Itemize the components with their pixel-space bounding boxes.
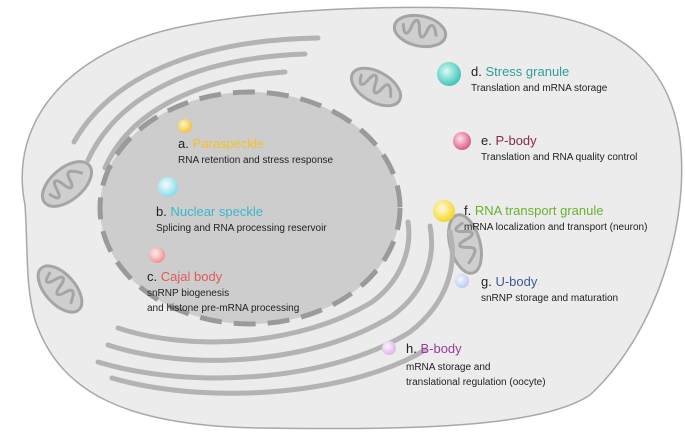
p-body-desc: Translation and RNA quality control bbox=[481, 152, 637, 163]
u-body-letter: g. bbox=[481, 274, 492, 289]
nuclear-speckle-name: Nuclear speckle bbox=[170, 204, 263, 219]
svg-text:h. B-body: h. B-body bbox=[406, 341, 462, 356]
endoplasmic-reticulum-lower bbox=[95, 219, 455, 396]
cajal-body-desc-2: and histone pre-mRNA processing bbox=[147, 303, 299, 314]
svg-text:f. RNA transport granule: f. RNA transport granule bbox=[464, 203, 603, 218]
b-body-name: B-body bbox=[420, 341, 462, 356]
mitochondrion-upper bbox=[349, 66, 403, 108]
stress-granule-name: Stress granule bbox=[485, 64, 569, 79]
rna-transport-granule-name: RNA transport granule bbox=[475, 203, 604, 218]
mitochondrion-left bbox=[41, 160, 93, 208]
svg-text:d. Stress granule: d. Stress granule bbox=[471, 64, 569, 79]
paraspeckle-letter: a. bbox=[178, 136, 189, 151]
paraspeckle-name: Paraspeckle bbox=[192, 136, 264, 151]
cajal-body: c. Cajal body snRNP biogenesis and histo… bbox=[147, 247, 299, 314]
endoplasmic-reticulum-upper bbox=[71, 35, 321, 171]
stress-granule-desc: Translation and mRNA storage bbox=[471, 83, 608, 94]
p-body-name: P-body bbox=[495, 133, 537, 148]
paraspeckle: a. Paraspeckle RNA retention and stress … bbox=[178, 119, 334, 166]
nucleus bbox=[97, 89, 403, 327]
cajal-body-letter: c. bbox=[147, 269, 157, 284]
u-body-desc: snRNP storage and maturation bbox=[481, 293, 618, 304]
u-body-name: U-body bbox=[495, 274, 537, 289]
mitochondrion-lower-left bbox=[36, 264, 84, 314]
stress-granule: d. Stress granule Translation and mRNA s… bbox=[437, 62, 608, 94]
paraspeckle-desc: RNA retention and stress response bbox=[178, 155, 334, 166]
mitochondrion-top bbox=[392, 13, 448, 49]
b-body: h. B-body mRNA storage and translational… bbox=[382, 341, 546, 388]
svg-text:e. P-body: e. P-body bbox=[481, 133, 537, 148]
rna-transport-granule-letter: f. bbox=[464, 203, 471, 218]
nuclear-speckle-letter: b. bbox=[156, 204, 167, 219]
nuclear-speckle-desc: Splicing and RNA processing reservoir bbox=[156, 223, 327, 234]
svg-text:c. Cajal body: c. Cajal body bbox=[147, 269, 223, 284]
p-body: e. P-body Translation and RNA quality co… bbox=[453, 132, 637, 163]
b-body-desc-1: mRNA storage and bbox=[406, 362, 491, 373]
u-body: g. U-body snRNP storage and maturation bbox=[455, 274, 618, 304]
svg-text:a. Paraspeckle: a. Paraspeckle bbox=[178, 136, 264, 151]
rna-transport-granule-desc: mRNA localization and transport (neuron) bbox=[464, 222, 647, 233]
stress-granule-letter: d. bbox=[471, 64, 482, 79]
b-body-desc-2: translational regulation (oocyte) bbox=[406, 377, 546, 388]
rna-transport-granule: f. RNA transport granule mRNA localizati… bbox=[433, 200, 647, 233]
svg-text:g. U-body: g. U-body bbox=[481, 274, 538, 289]
p-body-letter: e. bbox=[481, 133, 492, 148]
nuclear-speckle: b. Nuclear speckle Splicing and RNA proc… bbox=[156, 177, 327, 234]
cajal-body-name: Cajal body bbox=[161, 269, 223, 284]
svg-text:b. Nuclear speckle: b. Nuclear speckle bbox=[156, 204, 263, 219]
b-body-letter: h. bbox=[406, 341, 417, 356]
cajal-body-desc-1: snRNP biogenesis bbox=[147, 288, 229, 299]
